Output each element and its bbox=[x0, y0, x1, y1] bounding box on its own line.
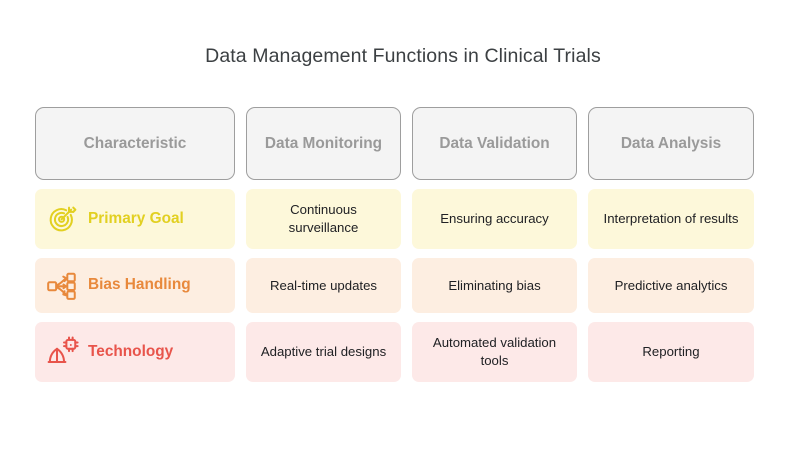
header-cell-data-monitoring: Data Monitoring bbox=[246, 107, 401, 180]
comparison-table: Characteristic Data Monitoring Data Vali… bbox=[35, 107, 766, 382]
header-cell-data-validation: Data Validation bbox=[412, 107, 577, 180]
table-cell: Reporting bbox=[588, 322, 754, 382]
header-cell-characteristic: Characteristic bbox=[35, 107, 235, 180]
table-cell: Continuous surveillance bbox=[246, 189, 401, 249]
header-label: Data Analysis bbox=[620, 134, 722, 152]
header-label: Data Monitoring bbox=[264, 134, 383, 152]
table-header-row: Characteristic Data Monitoring Data Vali… bbox=[35, 107, 766, 180]
row-label: Bias Handling bbox=[88, 276, 191, 294]
header-label: Characteristic bbox=[83, 134, 187, 152]
table-cell: Interpretation of results bbox=[588, 189, 754, 249]
target-arrow-icon bbox=[49, 206, 77, 232]
row-label-cell-technology: Technology bbox=[35, 322, 235, 382]
table-row: Technology Adaptive trial designs Automa… bbox=[35, 322, 766, 382]
row-label-cell-primary-goal: Primary Goal bbox=[35, 189, 235, 249]
table-cell: Adaptive trial designs bbox=[246, 322, 401, 382]
row-label-cell-bias-handling: Bias Handling bbox=[35, 258, 235, 313]
table-row: Primary Goal Continuous surveillance Ens… bbox=[35, 189, 766, 249]
header-cell-data-analysis: Data Analysis bbox=[588, 107, 754, 180]
table-cell: Eliminating bias bbox=[412, 258, 577, 313]
table-cell: Ensuring accuracy bbox=[412, 189, 577, 249]
table-cell: Automated validation tools bbox=[412, 322, 577, 382]
branch-distribute-icon bbox=[47, 272, 76, 300]
row-label: Primary Goal bbox=[88, 209, 184, 227]
row-label: Technology bbox=[88, 342, 174, 360]
page-title: Data Management Functions in Clinical Tr… bbox=[205, 45, 601, 67]
table-row: Bias Handling Real-time updates Eliminat… bbox=[35, 258, 766, 313]
table-cell: Predictive analytics bbox=[588, 258, 754, 313]
table-cell: Real-time updates bbox=[246, 258, 401, 313]
header-label: Data Validation bbox=[439, 134, 550, 152]
hard-hat-gear-icon bbox=[47, 336, 79, 363]
